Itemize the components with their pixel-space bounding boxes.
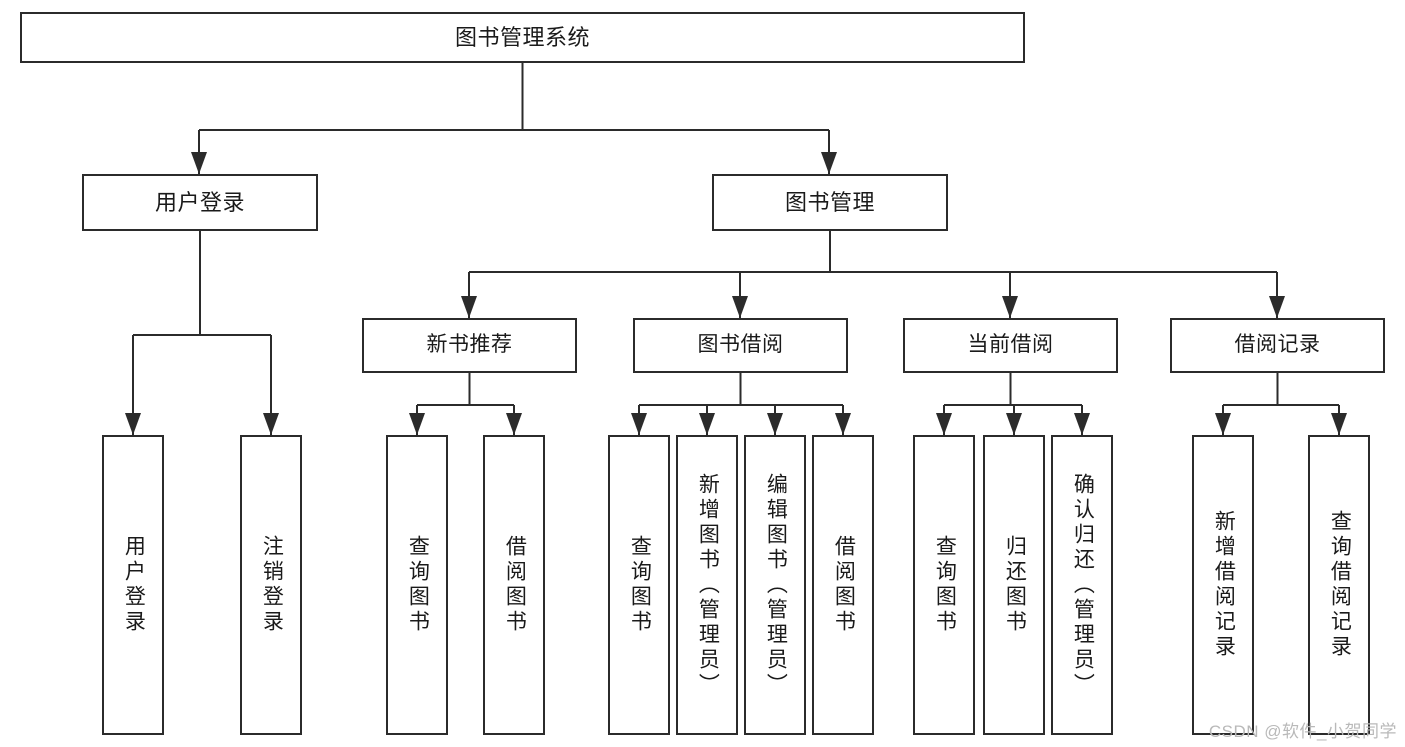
arrow-head-book-borrow-0 bbox=[631, 413, 647, 435]
arrow-head-new-book-rec-0 bbox=[409, 413, 425, 435]
node-new-book-rec[interactable]: 新书推荐 bbox=[362, 318, 577, 373]
arrow-head-book-manage-3 bbox=[1269, 296, 1285, 318]
node-borrow-record[interactable]: 借阅记录 bbox=[1170, 318, 1385, 373]
node-book-borrow[interactable]: 图书借阅 bbox=[633, 318, 848, 373]
node-leaf-add-book[interactable]: 新增图书（管理员） bbox=[676, 435, 738, 735]
arrow-head-current-borrow-0 bbox=[936, 413, 952, 435]
node-leaf-query-record[interactable]: 查询借阅记录 bbox=[1308, 435, 1370, 735]
arrow-head-user-login-0 bbox=[125, 413, 141, 435]
arrow-head-root-0 bbox=[191, 152, 207, 174]
arrow-head-borrow-record-0 bbox=[1215, 413, 1231, 435]
node-leaf-query-book-2[interactable]: 查询图书 bbox=[608, 435, 670, 735]
arrow-head-book-manage-0 bbox=[461, 296, 477, 318]
node-book-manage[interactable]: 图书管理 bbox=[712, 174, 948, 231]
node-leaf-borrow-book-2[interactable]: 借阅图书 bbox=[812, 435, 874, 735]
node-label: 图书管理 bbox=[784, 189, 875, 215]
node-label: 编辑图书（管理员） bbox=[764, 472, 788, 698]
node-label: 确认归还（管理员） bbox=[1071, 472, 1095, 698]
node-leaf-user-login[interactable]: 用户登录 bbox=[102, 435, 164, 735]
node-label: 新增借阅记录 bbox=[1212, 510, 1236, 660]
node-label: 图书管理系统 bbox=[454, 24, 590, 50]
arrow-head-book-manage-1 bbox=[732, 296, 748, 318]
node-label: 新增图书（管理员） bbox=[696, 472, 720, 698]
arrow-head-new-book-rec-1 bbox=[506, 413, 522, 435]
node-label: 借阅图书 bbox=[832, 535, 856, 635]
arrow-head-current-borrow-1 bbox=[1006, 413, 1022, 435]
node-leaf-borrow-book-1[interactable]: 借阅图书 bbox=[483, 435, 545, 735]
node-label: 当前借阅 bbox=[967, 333, 1054, 357]
node-leaf-confirm-return[interactable]: 确认归还（管理员） bbox=[1051, 435, 1113, 735]
node-label: 图书借阅 bbox=[697, 333, 784, 357]
node-leaf-query-book-1[interactable]: 查询图书 bbox=[386, 435, 448, 735]
node-label: 用户登录 bbox=[122, 535, 146, 635]
node-leaf-edit-book[interactable]: 编辑图书（管理员） bbox=[744, 435, 806, 735]
arrow-head-user-login-1 bbox=[263, 413, 279, 435]
node-label: 用户登录 bbox=[154, 189, 245, 215]
node-label: 借阅图书 bbox=[503, 535, 527, 635]
arrow-head-root-1 bbox=[821, 152, 837, 174]
node-label: 注销登录 bbox=[260, 535, 284, 635]
node-leaf-user-logout[interactable]: 注销登录 bbox=[240, 435, 302, 735]
node-user-login[interactable]: 用户登录 bbox=[82, 174, 318, 231]
arrow-head-book-borrow-1 bbox=[699, 413, 715, 435]
arrow-head-book-borrow-2 bbox=[767, 413, 783, 435]
node-leaf-return-book[interactable]: 归还图书 bbox=[983, 435, 1045, 735]
node-label: 查询图书 bbox=[628, 535, 652, 635]
node-leaf-query-book-3[interactable]: 查询图书 bbox=[913, 435, 975, 735]
arrow-head-book-manage-2 bbox=[1002, 296, 1018, 318]
arrow-head-current-borrow-2 bbox=[1074, 413, 1090, 435]
node-label: 新书推荐 bbox=[426, 333, 513, 357]
node-label: 借阅记录 bbox=[1234, 333, 1321, 357]
arrow-head-borrow-record-1 bbox=[1331, 413, 1347, 435]
node-root[interactable]: 图书管理系统 bbox=[20, 12, 1025, 63]
node-leaf-add-record[interactable]: 新增借阅记录 bbox=[1192, 435, 1254, 735]
node-label: 查询图书 bbox=[933, 535, 957, 635]
node-label: 归还图书 bbox=[1003, 535, 1027, 635]
node-label: 查询借阅记录 bbox=[1328, 510, 1352, 660]
node-current-borrow[interactable]: 当前借阅 bbox=[903, 318, 1118, 373]
arrow-head-book-borrow-3 bbox=[835, 413, 851, 435]
node-label: 查询图书 bbox=[406, 535, 430, 635]
